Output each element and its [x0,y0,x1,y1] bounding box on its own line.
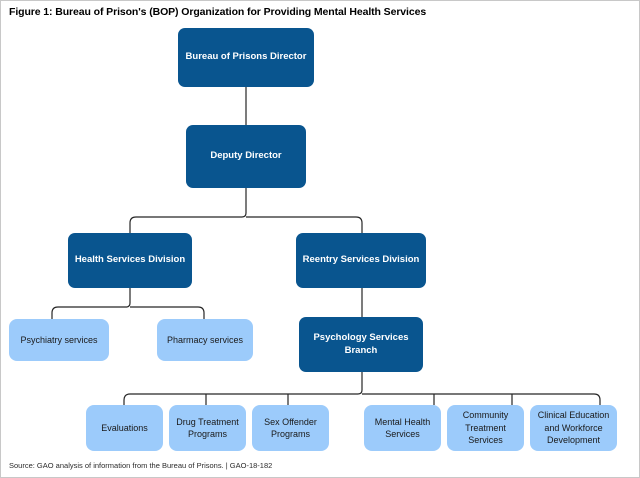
edge-health-to-children [51,288,205,319]
node-label: Reentry Services Division [302,254,420,266]
node-label: Clinical Education and Workforce Develop… [537,410,610,446]
node-label: Psychology Services Branch [313,332,409,356]
node-deputy-director[interactable]: Deputy Director [186,125,306,188]
node-label: Bureau of Prisons Director [185,51,307,63]
node-psychology-services-branch[interactable]: Psychology Services Branch [299,317,423,372]
node-sex-offender-programs[interactable]: Sex Offender Programs [252,405,329,451]
node-community-treatment-services[interactable]: Community Treatment Services [447,405,524,451]
node-label: Sex Offender Programs [264,416,317,440]
node-pharmacy-services[interactable]: Pharmacy services [157,319,253,361]
node-drug-treatment-programs[interactable]: Drug Treatment Programs [169,405,246,451]
node-label: Mental Health Services [374,416,431,440]
node-evaluations[interactable]: Evaluations [86,405,163,451]
node-health-services-division[interactable]: Health Services Division [68,233,192,288]
node-label: Evaluations [101,422,148,433]
node-label: Deputy Director [210,150,282,162]
node-clinical-education-and-workforce-development[interactable]: Clinical Education and Workforce Develop… [530,405,617,451]
node-label: Health Services Division [74,254,186,266]
edge-psychology-to-programs [123,372,601,405]
node-psychiatry-services[interactable]: Psychiatry services [9,319,109,361]
node-label: Community Treatment Services [462,410,509,446]
edge-deputy-to-divisions [129,188,363,233]
node-bureau-of-prisons-director[interactable]: Bureau of Prisons Director [178,28,314,87]
node-mental-health-services[interactable]: Mental Health Services [364,405,441,451]
node-label: Pharmacy services [166,334,244,345]
node-label: Drug Treatment Programs [176,416,239,440]
page-title: Figure 1: Bureau of Prison's (BOP) Organ… [9,6,427,18]
source-note: Source: GAO analysis of information from… [9,461,273,470]
node-reentry-services-division[interactable]: Reentry Services Division [296,233,426,288]
node-label: Psychiatry services [20,334,98,345]
